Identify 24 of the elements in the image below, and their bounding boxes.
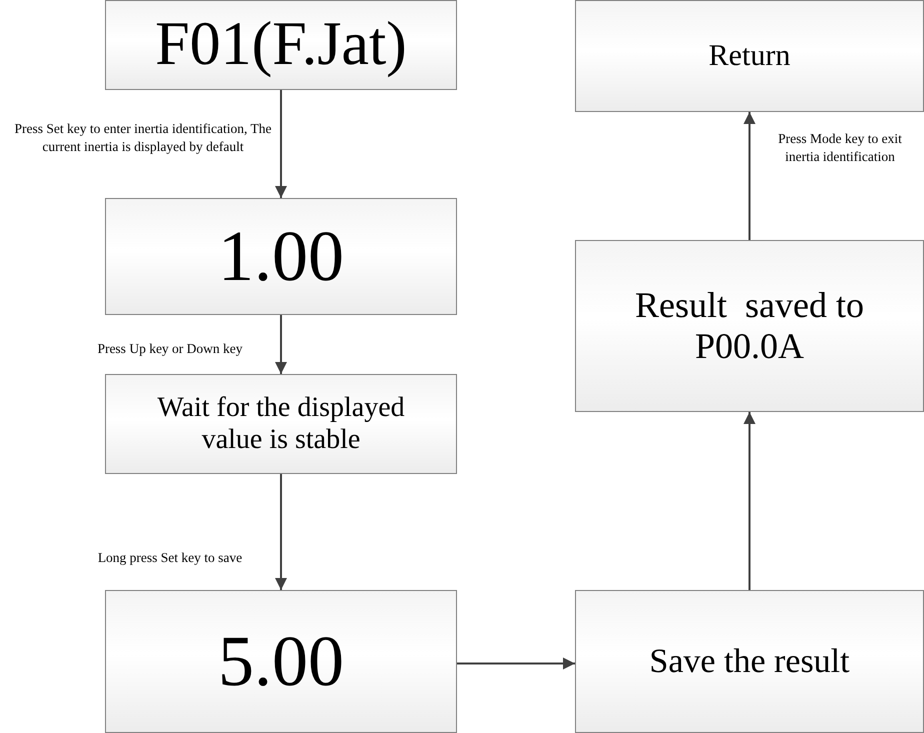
box-text: Result saved to P00.0A <box>634 284 865 368</box>
edge-label: Long press Set key to save <box>96 549 244 567</box>
box-text: F01(F.Jat) <box>155 9 407 80</box>
process-box <box>105 590 457 733</box>
box-text: Wait for the displayed value is stable <box>156 392 406 456</box>
box-text: Save the result <box>649 642 850 682</box>
edge-label: Press Mode key to exit inertia identification <box>777 130 903 166</box>
process-box <box>105 0 457 90</box>
arrow <box>275 315 287 374</box>
edge-label: Press Up key or Down key <box>96 340 244 358</box>
process-box <box>105 198 457 315</box>
edge-label: Press Set key to enter inertia identification, The current inertia is displayed by default <box>14 120 272 156</box>
process-box <box>575 590 924 733</box>
process-box <box>105 374 457 474</box>
arrow <box>744 412 756 590</box>
process-box <box>575 240 924 412</box>
box-text: 1.00 <box>218 215 344 298</box>
arrow <box>275 474 287 590</box>
arrow <box>744 112 756 240</box>
box-text: 5.00 <box>218 620 344 703</box>
arrow <box>275 90 287 198</box>
process-box <box>575 0 924 112</box>
box-text: Return <box>708 38 790 74</box>
arrow <box>457 658 575 670</box>
